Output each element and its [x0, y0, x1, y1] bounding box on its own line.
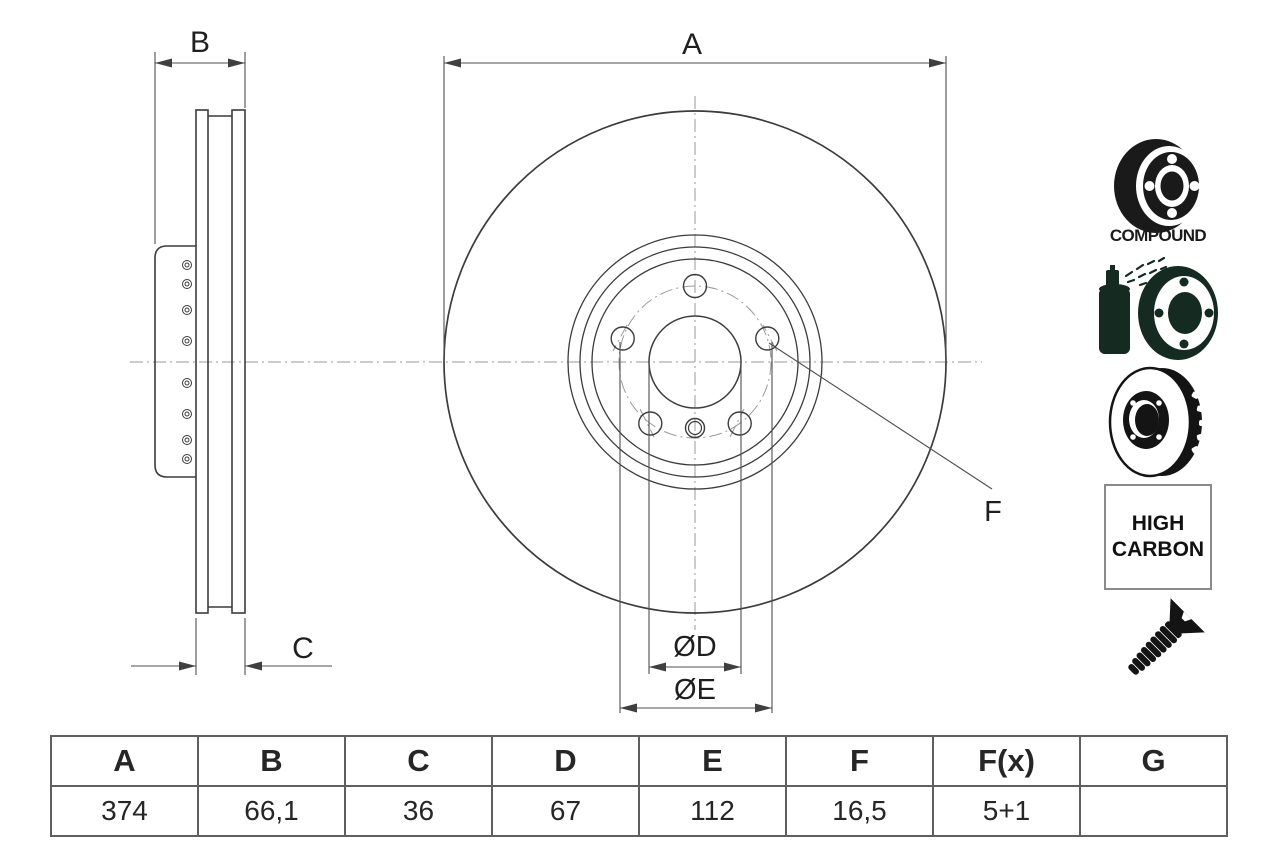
spec-header-d: D — [491, 735, 640, 787]
spec-header-e: E — [638, 735, 787, 787]
spec-header-f: F — [785, 735, 934, 787]
center-bore-circle — [648, 315, 742, 409]
dim-label-a: A — [682, 28, 702, 61]
spec-value-g — [1079, 785, 1228, 837]
vented-disc-icon — [1108, 366, 1207, 478]
friction-inner-circle — [567, 234, 823, 490]
dimensions — [131, 52, 993, 713]
pin-hole — [684, 417, 706, 439]
spec-table-value-row: 374 66,1 36 67 112 16,5 5+1 — [50, 785, 1228, 837]
bolt-hole — [638, 411, 663, 436]
hat-outer-circle — [579, 246, 811, 478]
bolt-hole-tick — [639, 408, 655, 438]
spec-table: A B C D E F F(x) G 374 66,1 36 67 112 16… — [50, 735, 1228, 837]
rivet-column — [182, 260, 192, 464]
f-leader-line — [768, 342, 993, 490]
spec-header-a: A — [50, 735, 199, 787]
high-carbon-badge: HIGH CARBON — [1104, 484, 1212, 590]
technical-drawing: A B C ØD ØE F — [130, 26, 1002, 713]
spec-value-f: 16,5 — [785, 785, 934, 837]
spec-value-a: 374 — [50, 785, 199, 837]
hat-section — [154, 245, 196, 478]
pin-hole-inner — [687, 420, 703, 436]
dimension-arrows — [155, 58, 946, 713]
dim-label-b: B — [190, 26, 210, 59]
screw-icon — [1128, 598, 1205, 675]
dimension-labels: A B C ØD ØE F — [190, 26, 1002, 706]
spec-value-fx: 5+1 — [932, 785, 1081, 837]
high-carbon-line2: CARBON — [1111, 538, 1205, 561]
compound-label: COMPOUND — [1109, 226, 1207, 245]
dim-label-dia-d: ØD — [673, 631, 717, 663]
centerlines — [130, 96, 982, 630]
bolt-hole — [682, 273, 708, 299]
outboard-plate — [195, 109, 209, 614]
dim-label-dia-e: ØE — [674, 674, 716, 706]
spec-header-g: G — [1079, 735, 1228, 787]
spec-value-d: 67 — [491, 785, 640, 837]
dim-label-c: C — [292, 632, 314, 665]
inboard-plate — [231, 109, 246, 614]
spec-header-b: B — [197, 735, 346, 787]
bolt-hole — [755, 326, 780, 351]
bolt-hole — [727, 411, 752, 436]
spec-table-header-row: A B C D E F F(x) G — [50, 735, 1228, 787]
compound-disc-icon — [1114, 139, 1202, 233]
coated-disc-spray-icon — [1099, 256, 1218, 360]
side-view — [154, 109, 246, 614]
spec-header-c: C — [344, 735, 493, 787]
dim-label-f: F — [984, 496, 1002, 528]
spec-value-e: 112 — [638, 785, 787, 837]
high-carbon-line1: HIGH — [1131, 512, 1185, 535]
spec-value-b: 66,1 — [197, 785, 346, 837]
bolt-hole — [610, 326, 635, 351]
spec-value-c: 36 — [344, 785, 493, 837]
spec-header-fx: F(x) — [932, 735, 1081, 787]
